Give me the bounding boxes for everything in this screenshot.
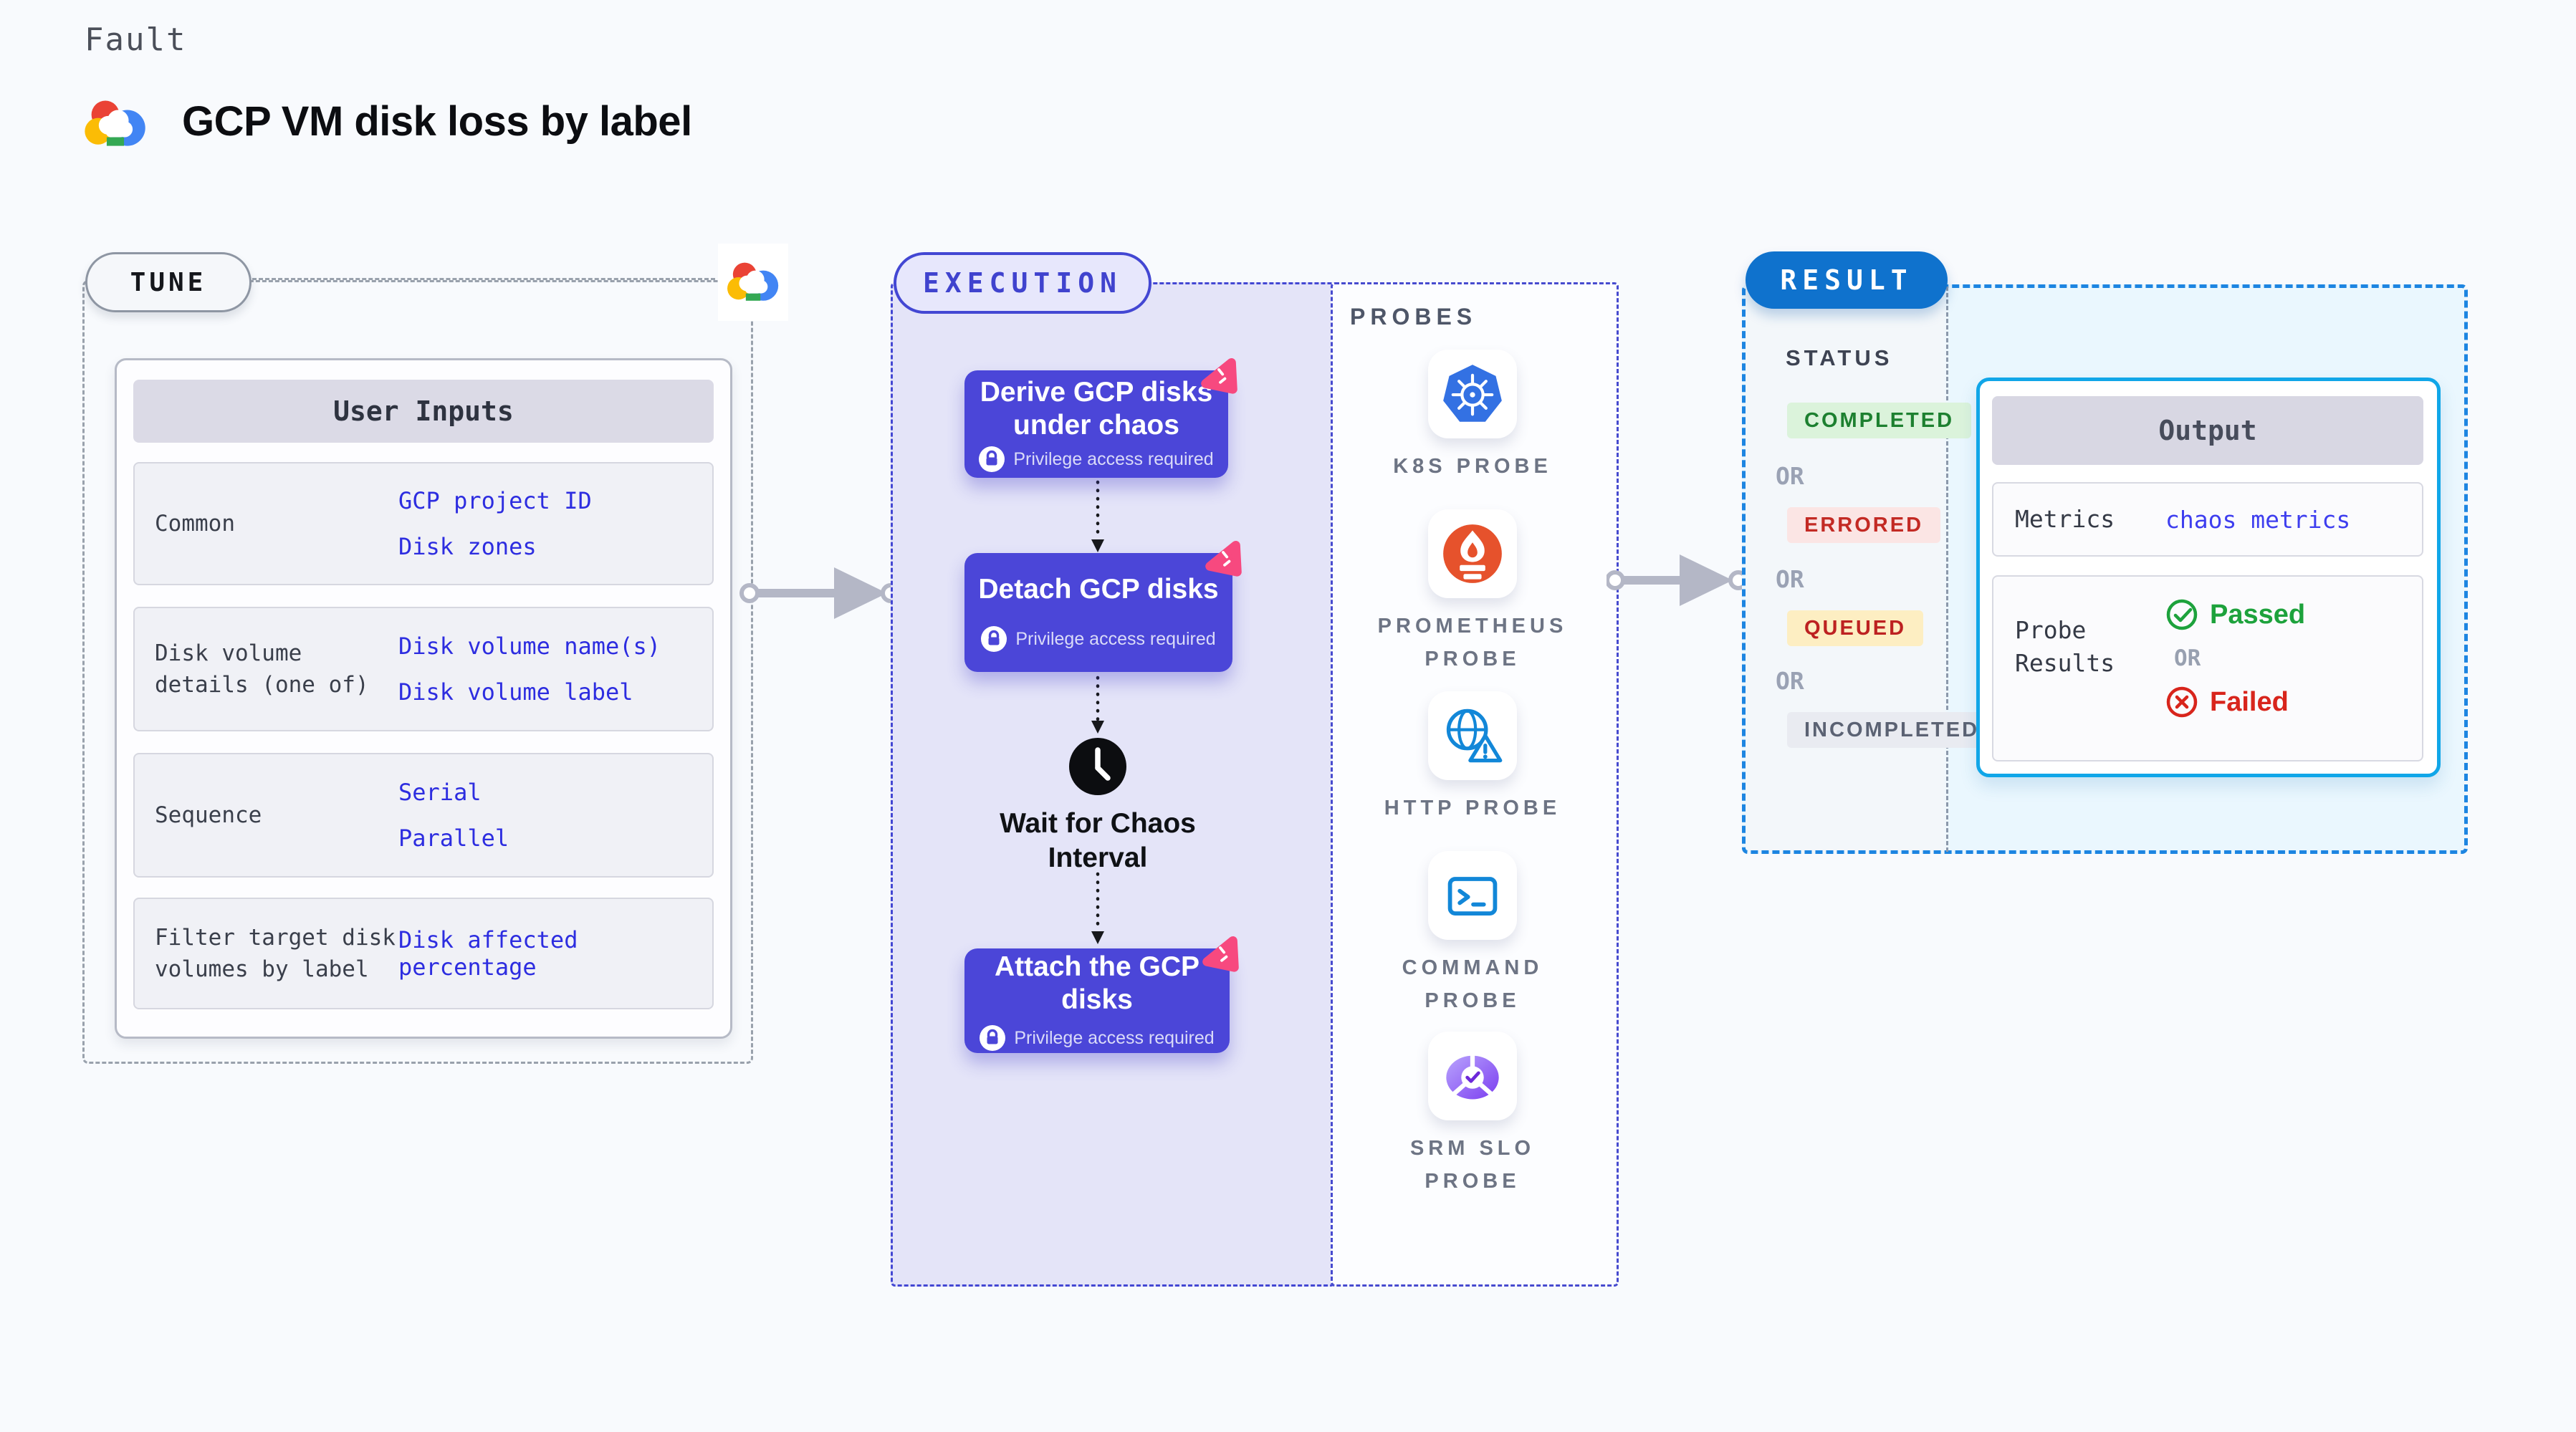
terminal-icon xyxy=(1447,877,1498,916)
status-or-separator: OR xyxy=(1776,667,1804,695)
user-input-row-sequence: Sequence Serial Parallel xyxy=(133,753,714,878)
step-node-attach-gcp-disks[interactable]: Attach the GCP disks Privilege access re… xyxy=(964,936,1239,1053)
metrics-label: Metrics xyxy=(2015,505,2115,533)
probe-label: SRM SLO PROBE xyxy=(1409,1137,1536,1193)
tune-section-badge: TUNE xyxy=(85,252,252,312)
tune-connector-line xyxy=(252,278,715,280)
passed-label: Passed xyxy=(2210,599,2306,630)
status-or-separator: OR xyxy=(1776,565,1804,593)
row-label: Sequence xyxy=(155,802,262,828)
step-node-detach-gcp-disks[interactable]: Detach GCP disks Privilege access requir… xyxy=(964,540,1242,672)
status-badge-queued: QUEUED xyxy=(1787,610,1924,646)
status-badge-incompleted: INCOMPLETED xyxy=(1787,712,1997,748)
connector-derive-to-detach xyxy=(1091,480,1104,552)
globe-warning-icon xyxy=(1446,708,1503,763)
step-title: Detach GCP disks xyxy=(978,574,1219,605)
failed-label: Failed xyxy=(2210,686,2289,717)
chaos-icon xyxy=(1205,540,1242,577)
check-circle-icon xyxy=(2166,599,2198,630)
chaos-icon xyxy=(1202,936,1239,972)
probe-item-prometheus[interactable]: PROMETHEUS PROBE xyxy=(1331,509,1614,676)
probe-item-http[interactable]: HTTP PROBE xyxy=(1331,691,1614,825)
output-row-metrics: Metrics chaos metrics xyxy=(1992,482,2423,557)
lock-icon xyxy=(981,626,1007,652)
tune-gcp-logo-box xyxy=(718,244,788,321)
step-title: Attach the GCP disks xyxy=(994,951,1200,1015)
privilege-note: Privilege access required xyxy=(1013,448,1214,469)
arrow-tune-to-execution xyxy=(739,567,900,619)
tune-section-boundary xyxy=(82,280,753,1064)
lock-icon xyxy=(980,1025,1006,1051)
probe-label: K8S PROBE xyxy=(1393,455,1552,478)
probes-header: PROBES xyxy=(1350,304,1478,330)
user-inputs-header: User Inputs xyxy=(133,380,714,443)
status-header: STATUS xyxy=(1786,345,1893,370)
probe-result-failed: Failed xyxy=(2165,686,2305,719)
category-label: Fault xyxy=(85,21,187,58)
output-row-probe-results: Probe Results Passed OR Faile xyxy=(1992,575,2423,761)
x-circle-icon xyxy=(2166,686,2198,718)
connector-detach-to-wait xyxy=(1091,676,1104,734)
row-label: Common xyxy=(155,511,235,537)
row-value: Disk zones xyxy=(398,533,537,560)
privilege-note: Privilege access required xyxy=(1015,628,1216,649)
step-node-derive-gcp-disks[interactable]: Derive GCP disks under chaos Privilege a… xyxy=(964,357,1237,478)
status-badge-errored: ERRORED xyxy=(1787,507,1941,543)
user-input-row-disk-volume-details: Disk volume details (one of) Disk volume… xyxy=(133,607,714,731)
gcp-logo-icon xyxy=(85,100,145,146)
probe-card xyxy=(1428,350,1517,438)
privilege-note: Privilege access required xyxy=(1014,1027,1215,1048)
row-value: Parallel xyxy=(398,825,509,852)
chaos-icon xyxy=(1201,357,1237,394)
probe-results-label: Probe Results xyxy=(2015,616,2115,677)
output-or-separator: OR xyxy=(2174,645,2201,671)
probe-label: COMMAND PROBE xyxy=(1402,956,1543,1012)
connector-wait-to-attach xyxy=(1091,872,1104,944)
probe-item-k8s[interactable]: K8S PROBE xyxy=(1331,350,1614,483)
step-title: Derive GCP disks under chaos xyxy=(980,377,1213,441)
status-or-separator: OR xyxy=(1776,462,1804,490)
wait-for-chaos-interval-label: Wait for Chaos Interval xyxy=(1000,808,1196,873)
row-value: Serial xyxy=(398,779,482,806)
row-value: Disk volume label xyxy=(398,678,633,706)
probe-label: PROMETHEUS PROBE xyxy=(1377,615,1568,671)
result-section-badge: RESULT xyxy=(1746,251,1948,309)
user-input-row-filter-by-label: Filter target disk volumes by label Disk… xyxy=(133,898,714,1009)
probe-item-command[interactable]: COMMAND PROBE xyxy=(1331,851,1614,1017)
user-input-row-common: Common GCP project ID Disk zones xyxy=(133,462,714,585)
probe-card xyxy=(1428,509,1517,598)
lock-icon xyxy=(979,446,1005,472)
row-value: GCP project ID xyxy=(398,487,592,514)
row-label: Filter target disk volumes by label xyxy=(155,925,396,982)
probe-card xyxy=(1428,691,1517,780)
prometheus-icon xyxy=(1443,524,1502,583)
page-title: GCP VM disk loss by label xyxy=(182,98,692,145)
output-header: Output xyxy=(1992,396,2423,465)
clock-icon xyxy=(1069,738,1126,795)
gcp-logo-icon xyxy=(727,262,779,301)
result-inner-divider xyxy=(1946,287,1948,852)
status-badge-completed: COMPLETED xyxy=(1787,403,1972,438)
execution-section-badge: EXECUTION xyxy=(894,252,1151,314)
chaos-metrics-link[interactable]: chaos metrics xyxy=(2165,505,2351,534)
probe-card xyxy=(1428,1032,1517,1120)
row-label: Disk volume details (one of) xyxy=(155,640,369,698)
probe-item-srm-slo[interactable]: SRM SLO PROBE xyxy=(1331,1032,1614,1198)
arrow-probes-to-result xyxy=(1607,554,1748,606)
slo-gauge-check-icon xyxy=(1446,1054,1499,1100)
kubernetes-icon xyxy=(1443,365,1502,422)
user-inputs-card: User Inputs Common GCP project ID Disk z… xyxy=(115,358,732,1039)
output-panel: Output Metrics chaos metrics Probe Resul… xyxy=(1976,378,2441,777)
probe-label: HTTP PROBE xyxy=(1384,797,1561,820)
row-value: Disk volume name(s) xyxy=(398,633,661,660)
probe-card xyxy=(1428,851,1517,940)
probe-result-passed: Passed xyxy=(2165,598,2305,631)
row-value: Disk affected percentage xyxy=(398,926,578,981)
